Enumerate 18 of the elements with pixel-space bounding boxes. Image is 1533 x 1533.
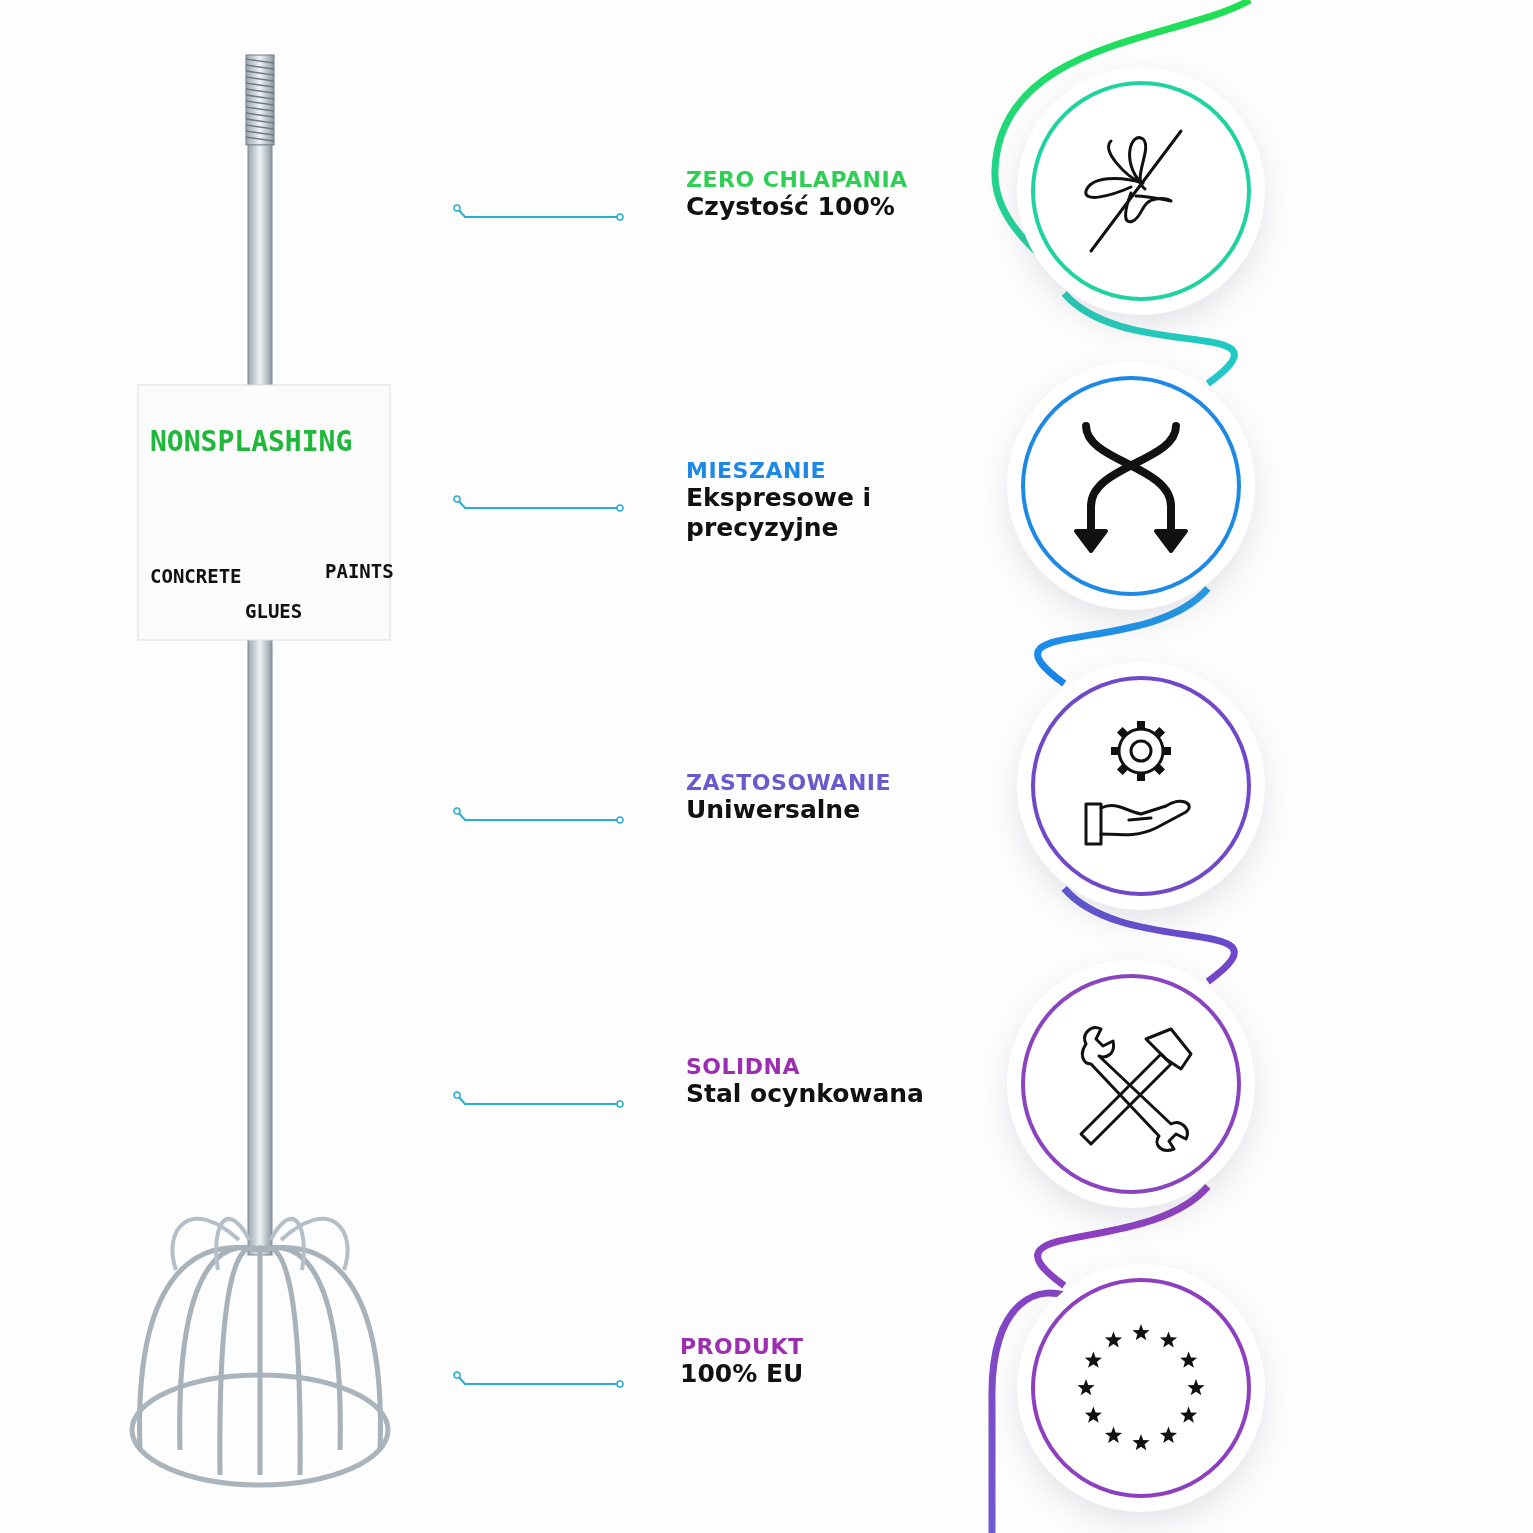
- tag-heading: NONSPLASHING: [150, 425, 353, 458]
- wave-connector: [1034, 1183, 1211, 1289]
- tag-text: CONCRETE: [150, 565, 242, 587]
- wave-connector: [1061, 885, 1238, 985]
- feature-heading: ZERO CHLAPANIA: [686, 167, 909, 192]
- tag-text: PAINTS: [325, 560, 394, 582]
- feature-description: 100% EU: [680, 1359, 805, 1389]
- feature-description: Stal ocynkowana: [686, 1079, 925, 1109]
- feature-description: Ekspresowe i precyzyjne: [686, 483, 873, 543]
- wave-connector: [1034, 585, 1211, 687]
- feature-heading: SOLIDNA: [686, 1054, 801, 1079]
- wave-connector: [1061, 290, 1237, 387]
- feature-heading: MIESZANIE: [686, 458, 828, 483]
- tag-text: GLUES: [245, 600, 303, 622]
- feature-description: Uniwersalne: [686, 795, 862, 825]
- feature-description: Czystość 100%: [686, 192, 896, 222]
- feature-heading: ZASTOSOWANIE: [686, 770, 892, 795]
- feature-heading: PRODUKT: [680, 1334, 805, 1359]
